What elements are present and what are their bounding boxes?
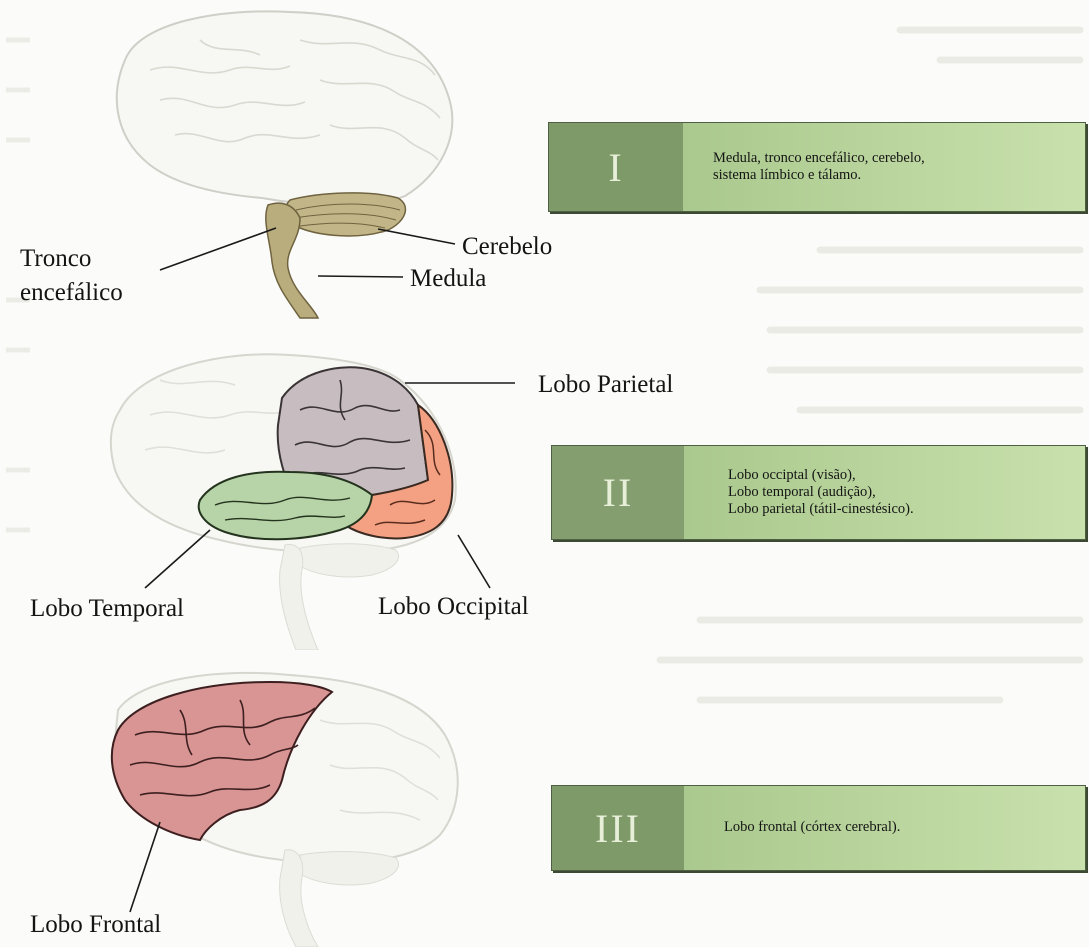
label-lobo-frontal: Lobo Frontal bbox=[30, 912, 161, 937]
panel-ii-line-2: Lobo temporal (audição), bbox=[728, 484, 1085, 501]
panel-ii-line-1: Lobo occiptal (visão), bbox=[728, 467, 1085, 484]
leader-medula bbox=[318, 276, 403, 277]
cerebellum-shape bbox=[286, 193, 406, 236]
label-cerebelo: Cerebelo bbox=[462, 234, 552, 259]
label-lobo-temporal: Lobo Temporal bbox=[30, 596, 184, 621]
figure-brainstem-cerebellum: Tronco encefálico Cerebelo Medula bbox=[0, 0, 560, 320]
cerebrum-outline bbox=[117, 11, 452, 205]
panel-ii: II Lobo occiptal (visão), Lobo temporal … bbox=[551, 445, 1086, 540]
panel-iii-line-1: Lobo frontal (córtex cerebral). bbox=[724, 819, 1085, 836]
panel-i-line-1: Medula, tronco encefálico, cerebelo, bbox=[713, 150, 1085, 167]
figure-lobes-pto: Lobo Parietal Lobo Temporal Lobo Occipit… bbox=[0, 320, 560, 650]
panel-i-description: Medula, tronco encefálico, cerebelo, sis… bbox=[683, 123, 1085, 211]
leader-frontal bbox=[130, 822, 160, 912]
panel-i: I Medula, tronco encefálico, cerebelo, s… bbox=[548, 122, 1086, 212]
brain-illustration-3 bbox=[0, 650, 560, 947]
panel-ii-line-3: Lobo parietal (tátil-cinestésico). bbox=[728, 501, 1085, 518]
label-lobo-occipital: Lobo Occipital bbox=[378, 594, 529, 619]
panel-iii-description: Lobo frontal (córtex cerebral). bbox=[684, 786, 1085, 870]
panel-iii: III Lobo frontal (córtex cerebral). bbox=[551, 785, 1086, 871]
leader-cerebelo bbox=[378, 229, 455, 244]
panel-i-line-2: sistema límbico e tálamo. bbox=[713, 167, 1085, 184]
panel-i-numeral: I bbox=[549, 123, 683, 211]
leader-temporal bbox=[145, 530, 210, 588]
label-encefalico: encefálico bbox=[20, 280, 123, 305]
leader-tronco bbox=[160, 228, 276, 270]
panel-iii-numeral: III bbox=[552, 786, 684, 870]
label-lobo-parietal: Lobo Parietal bbox=[538, 372, 673, 397]
leader-occipital bbox=[458, 535, 490, 588]
panel-ii-numeral: II bbox=[552, 446, 684, 539]
figure-frontal-lobe: Lobo Frontal bbox=[0, 650, 560, 947]
panel-ii-description: Lobo occiptal (visão), Lobo temporal (au… bbox=[684, 446, 1085, 539]
label-medula: Medula bbox=[410, 266, 486, 291]
label-tronco: Tronco bbox=[20, 246, 91, 271]
